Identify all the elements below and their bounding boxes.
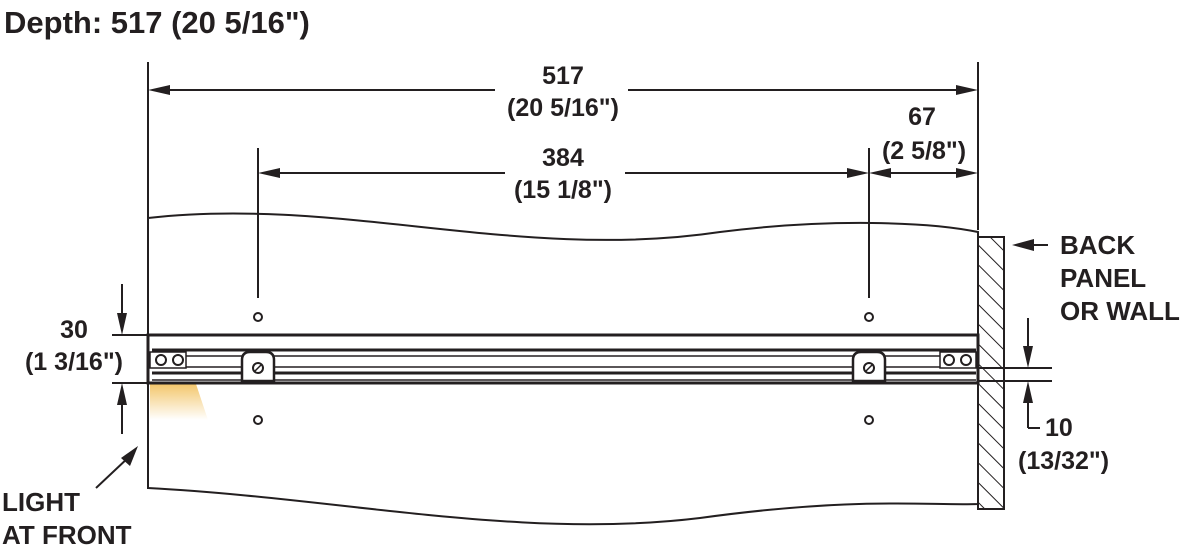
light-glow <box>150 384 208 420</box>
light-arrow <box>95 446 138 489</box>
dim-rear-value: 67 <box>908 103 936 131</box>
mounting-holes <box>253 312 874 425</box>
rear-screw-1 <box>943 354 955 366</box>
dim-rear-imperial: (2 5/8") <box>882 137 966 165</box>
dim-overall-value: 517 <box>542 62 584 90</box>
back-panel-arrow <box>1012 239 1048 251</box>
dim-spacing-imperial: (15 1/8") <box>514 176 612 204</box>
dimension-height <box>112 284 148 434</box>
back-panel-label-3: OR WALL <box>1060 296 1180 326</box>
light-label-2: AT FRONT <box>2 520 132 550</box>
rear-screw-2 <box>960 354 972 366</box>
dim-height-imperial: (1 3/16") <box>25 348 123 376</box>
dim-height-value: 30 <box>60 316 88 344</box>
back-panel-label-2: PANEL <box>1060 263 1146 293</box>
profile-body <box>146 333 980 385</box>
hole-rear-bottom <box>864 415 874 425</box>
hole-rear-top <box>864 312 874 322</box>
back-panel-label-1: BACK <box>1060 230 1135 260</box>
light-label-1: LIGHT <box>2 487 80 517</box>
page-title: Depth: 517 (20 5/16") <box>4 5 310 40</box>
front-screw-1 <box>155 354 167 366</box>
dim-overall-imperial: (20 5/16") <box>507 94 619 122</box>
hole-front-bottom <box>253 415 263 425</box>
hole-front-top <box>253 312 263 322</box>
led-profile <box>146 333 980 385</box>
dimension-overall <box>147 62 979 230</box>
dimension-wall-gap <box>978 318 1052 429</box>
dimension-rear-offset <box>869 168 978 178</box>
dim-gap-value: 10 <box>1045 414 1073 442</box>
front-screw-2 <box>172 354 184 366</box>
dim-spacing-value: 384 <box>542 144 584 172</box>
back-panel <box>977 236 1005 510</box>
dim-gap-imperial: (13/32") <box>1018 447 1109 475</box>
